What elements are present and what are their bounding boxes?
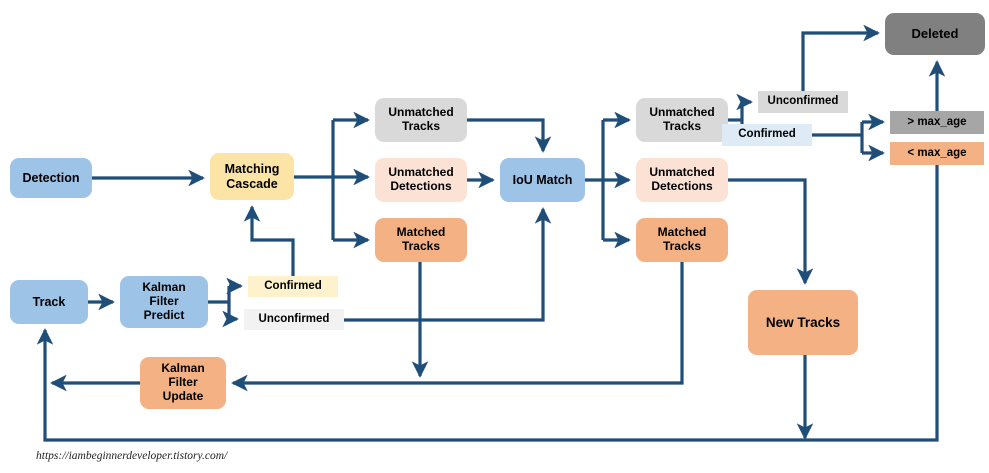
edge-lt-max-age-to-bottom-bus <box>36 165 939 442</box>
edge-unmatched-tracks-to-iou-match <box>467 118 552 153</box>
edge-confirmed-left-to-matching-cascade <box>243 205 295 276</box>
node-kalman-filter-update[interactable]: Kalman Filter Update <box>140 357 226 409</box>
node-track[interactable]: Track <box>10 280 88 324</box>
node-matching-cascade[interactable]: Matching Cascade <box>210 153 294 200</box>
node-unmatched-detections-1[interactable]: Unmatched Detections <box>375 158 467 202</box>
node-unmatched-tracks-2[interactable]: Unmatched Tracks <box>636 98 728 142</box>
edge-unconfirmed-left-to-iou-match <box>344 207 552 322</box>
node-confirmed-right[interactable]: Confirmed <box>722 124 812 146</box>
node-unconfirmed-right[interactable]: Unconfirmed <box>758 91 848 113</box>
node-confirmed-left[interactable]: Confirmed <box>248 276 338 297</box>
edge-unconfirmed-right-to-deleted <box>801 24 880 91</box>
node-matched-tracks-1[interactable]: Matched Tracks <box>375 218 467 262</box>
node-unmatched-tracks-1[interactable]: Unmatched Tracks <box>375 98 467 142</box>
node-kalman-filter-predict[interactable]: Kalman Filter Predict <box>120 276 208 328</box>
node-matched-tracks-2[interactable]: Matched Tracks <box>636 218 728 262</box>
node-unconfirmed-left[interactable]: Unconfirmed <box>244 309 344 330</box>
node-iou-match[interactable]: IoU Match <box>500 158 585 202</box>
node-detection[interactable]: Detection <box>10 158 92 198</box>
credit-url: https://iambeginnerdeveloper.tistory.com… <box>36 450 228 462</box>
node-lt-max-age[interactable]: < max_age <box>890 142 984 165</box>
node-new-tracks[interactable]: New Tracks <box>748 290 858 355</box>
node-deleted[interactable]: Deleted <box>885 13 985 55</box>
edge-matched-tracks-2-to-update-bus <box>231 262 684 392</box>
edge-unmatched-detections-2-to-new-tracks <box>728 178 814 285</box>
node-unmatched-detections-2[interactable]: Unmatched Detections <box>636 158 728 202</box>
node-gt-max-age[interactable]: > max_age <box>890 111 984 134</box>
